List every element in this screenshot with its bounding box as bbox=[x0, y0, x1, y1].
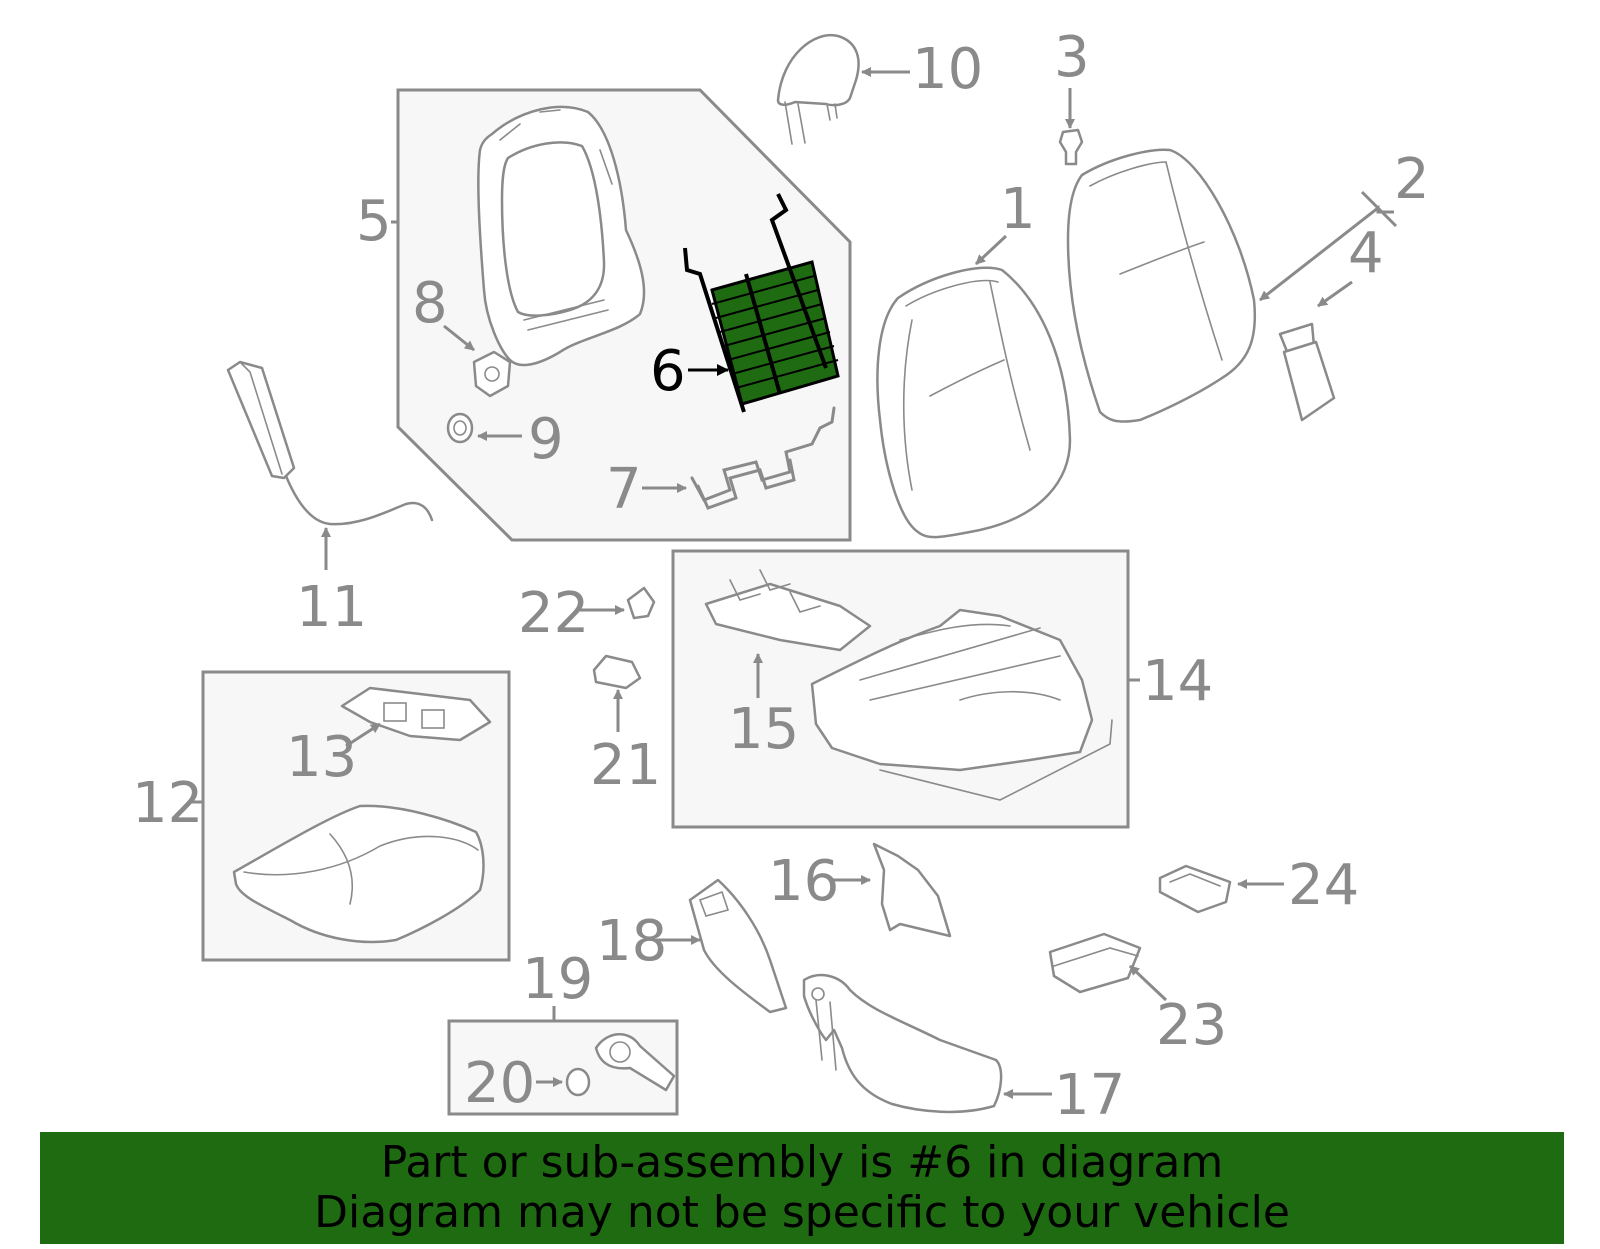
callout-10: 10 bbox=[912, 37, 983, 102]
callout-19: 19 bbox=[522, 947, 593, 1012]
callout-20: 20 bbox=[464, 1051, 535, 1116]
info-banner: Part or sub-assembly is #6 in diagram Di… bbox=[40, 1132, 1564, 1244]
wire-part bbox=[690, 406, 836, 510]
callout-17: 17 bbox=[1054, 1063, 1125, 1128]
headrest-part bbox=[776, 33, 860, 145]
knob-part bbox=[565, 1033, 676, 1097]
callout-4: 4 bbox=[1348, 221, 1384, 286]
cap-part bbox=[446, 412, 474, 444]
leader-1 bbox=[974, 234, 1008, 266]
callout-14: 14 bbox=[1142, 649, 1213, 714]
switch-part bbox=[1158, 864, 1232, 914]
callout-12: 12 bbox=[132, 771, 203, 836]
sensor-mat-part bbox=[340, 686, 492, 742]
seatback-frame-part bbox=[477, 105, 646, 367]
callout-6: 6 bbox=[650, 339, 686, 404]
bracket-part bbox=[1278, 322, 1336, 422]
callout-22: 22 bbox=[518, 581, 589, 646]
callout-9: 9 bbox=[528, 407, 564, 472]
control-module-part bbox=[1048, 932, 1142, 994]
banner-line-2: Diagram may not be specific to your vehi… bbox=[314, 1187, 1290, 1238]
banner-line-1: Part or sub-assembly is #6 in diagram bbox=[380, 1137, 1224, 1188]
seat-cushion-part bbox=[232, 804, 485, 944]
lumbar-support-part bbox=[683, 193, 840, 413]
callout-11: 11 bbox=[296, 575, 367, 640]
side-shield-part bbox=[802, 973, 1003, 1114]
leader-2-bracket bbox=[1360, 190, 1398, 228]
inner-shield-part bbox=[688, 878, 788, 1014]
side-bracket-part bbox=[872, 842, 952, 938]
clip-21-part bbox=[592, 654, 642, 690]
callout-21: 21 bbox=[590, 733, 661, 798]
callout-8: 8 bbox=[412, 271, 448, 336]
callout-18: 18 bbox=[596, 909, 667, 974]
callout-1: 1 bbox=[1000, 177, 1036, 242]
callout-2: 2 bbox=[1394, 147, 1430, 212]
recliner-part bbox=[472, 350, 512, 398]
callout-5: 5 bbox=[356, 189, 392, 254]
leader-23 bbox=[1128, 964, 1168, 1002]
clip-part bbox=[1058, 128, 1084, 166]
clip-22-part bbox=[626, 586, 656, 620]
callout-23: 23 bbox=[1156, 993, 1227, 1058]
rail-part bbox=[704, 569, 872, 652]
side-airbag-part bbox=[226, 360, 434, 526]
leader-4 bbox=[1317, 280, 1353, 308]
seat-frame-part bbox=[810, 608, 1113, 801]
callout-7: 7 bbox=[606, 457, 642, 522]
callout-16: 16 bbox=[768, 849, 839, 914]
callout-13: 13 bbox=[286, 725, 357, 790]
leader-8 bbox=[443, 324, 475, 352]
callout-3: 3 bbox=[1054, 25, 1090, 90]
leader-13 bbox=[345, 722, 381, 748]
callout-24: 24 bbox=[1288, 853, 1359, 918]
callout-15: 15 bbox=[728, 697, 799, 762]
seatback-cover-part bbox=[876, 266, 1072, 539]
seatback-panel-part bbox=[1066, 148, 1257, 423]
